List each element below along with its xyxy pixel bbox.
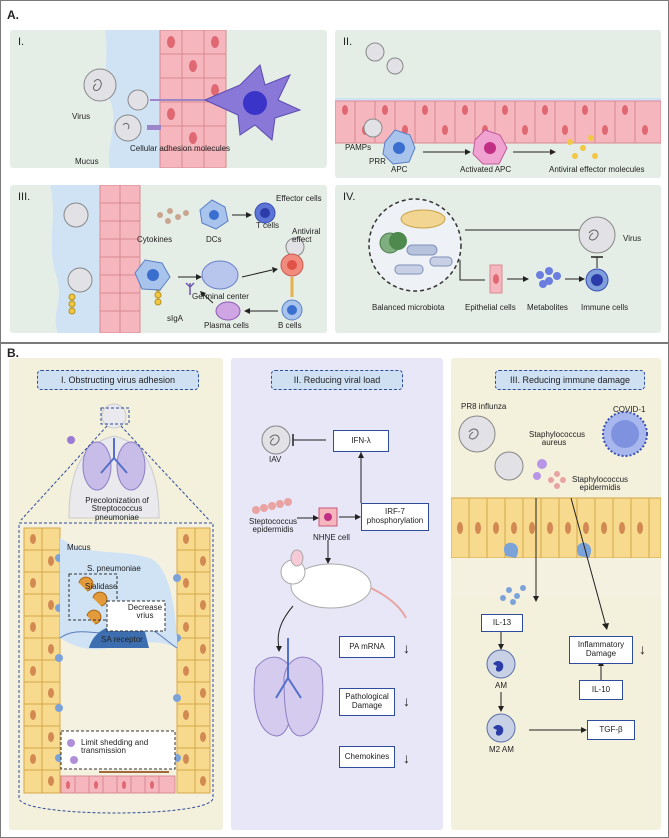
panel-a-i-title: I.: [18, 36, 25, 48]
a-iii-siga-label: sIgA: [167, 314, 184, 323]
b-iii-am-label: AM: [495, 681, 507, 690]
b-ii-header: II. Reducing viral load: [271, 370, 403, 390]
b-i-header: I. Obstructing virus adhesion: [37, 370, 199, 390]
panel-a-iv-title: IV.: [343, 191, 356, 203]
b-i-sa-receptor-label: SA receptor: [101, 635, 143, 644]
b-iii-tgfb-box: TGF-β: [587, 720, 635, 740]
b-i-decrease-virus-label: Decrease vrius: [127, 603, 163, 621]
a-iv-immune-cells-label: Immune cells: [581, 303, 629, 312]
a-iii-plasma-cells-label: Plasma cells: [204, 321, 249, 330]
a-iv-illustration: [368, 198, 616, 294]
b-ii-ifn-box: IFN-λ: [333, 430, 389, 452]
b-i-sialidase-label: Sialidase: [85, 582, 118, 591]
b-i-s-pneumoniae-label: S. pneumoniae: [87, 564, 141, 573]
b-ii-irf7-box: IRF-7 phosphorylation: [361, 503, 429, 531]
a-iii-dcs-label: DCs: [206, 235, 222, 244]
b-ii-nhne-label: NHNE cell: [313, 533, 350, 542]
section-a-label: A.: [7, 8, 19, 22]
a-ii-pamps-label: PAMPs: [345, 143, 372, 152]
panel-a-iii-title: III.: [18, 191, 31, 203]
a-iii-germinal-center-label: Germinal center: [192, 292, 249, 301]
b-ii-steptococcus-label: Steptococcus epidermidis: [248, 517, 298, 535]
a-iii-t-cells-label: T cells: [256, 221, 279, 230]
a-ii-activated-apc-label: Activated APC: [460, 165, 512, 174]
b-i-limit-shedding-label: Limit shedding and transmission: [81, 738, 149, 756]
section-b-label: B.: [7, 346, 19, 360]
a-iii-cytokines-label: Cytokines: [137, 235, 173, 244]
b-i-mucus-label: Mucus: [67, 543, 91, 552]
a-i-illustration: [83, 30, 302, 168]
b-ii-chemokines-box: Chemokines: [339, 746, 395, 768]
b-i-illustration: [18, 403, 214, 814]
b-iii-header: III. Reducing immune damage: [495, 370, 645, 390]
b-iii-inflammatory-down-arrow: ↓: [639, 641, 646, 657]
a-ii-prr-label: PRR: [369, 157, 386, 166]
a-iv-metabolites-label: Metabolites: [527, 303, 568, 312]
b-iii-inflammatory-box: Inflammatory Damage: [569, 636, 633, 664]
b-iii-illustration: [451, 411, 661, 743]
b-iii-covid-label: COVID-1: [613, 405, 646, 414]
a-iii-b-cells-label: B cells: [278, 321, 302, 330]
a-iii-antiviral-effect-label: Antiviral effect: [292, 227, 321, 245]
b-ii-illustration: [252, 425, 407, 737]
a-iv-balanced-microbiota-label: Balanced microbiota: [372, 303, 445, 312]
panel-a-i: I. Virus Cellular adhesion molecules: [10, 30, 327, 168]
b-iii-il10-box: IL-10: [579, 680, 623, 700]
b-i-precolonization-label: Precolonization of Streptococcus pneumon…: [85, 496, 149, 522]
panel-b-i: I. Obstructing virus adhesion: [9, 358, 223, 830]
a-i-virus-label: Virus: [72, 112, 91, 121]
b-ii-pathological-box: Pathological Damage: [339, 688, 395, 716]
a-ii-illustration: [335, 42, 661, 165]
a-ii-antiviral-effector-label: Antiviral effector molecules: [549, 165, 645, 174]
b-ii-pa-mrna-box: PA mRNA: [339, 636, 395, 658]
a-ii-apc-label: APC: [391, 165, 408, 174]
b-iii-m2am-label: M2 AM: [489, 745, 514, 754]
a-iii-effector-cells-label: Effector cells: [276, 194, 322, 203]
panel-b-iii: III. Reducing immune damage PR8 influnza…: [451, 358, 661, 830]
b-iii-staph-aureus-label: Staphylococcus aureus: [529, 430, 586, 448]
panel-a-iv: IV. Virus Balanced microbiota Epithelial…: [335, 185, 661, 333]
panel-a-ii: II. PAMPs PRR APC Activated: [335, 30, 661, 178]
a-i-mucus-label: Mucus: [75, 157, 99, 166]
a-iv-virus-label: Virus: [623, 234, 642, 243]
b-ii-iav-label: IAV: [269, 455, 282, 464]
panel-a-iii: III. Cytokines DCs Effector cells T cell…: [10, 185, 327, 333]
a-iii-illustration: [50, 185, 305, 333]
panel-a-ii-title: II.: [343, 36, 353, 48]
a-i-cam-label: Cellular adhesion molecules: [130, 144, 231, 153]
panel-b-ii: II. Reducing viral load IAV IFN-λ IRF-7 …: [231, 358, 443, 830]
b-iii-pr8-label: PR8 influnza: [461, 402, 507, 411]
b-iii-staph-epi-label: Staphylococcus epidermidis: [571, 475, 629, 493]
b-ii-pa-mrna-down-arrow: ↓: [403, 640, 410, 656]
b-ii-pathological-down-arrow: ↓: [403, 693, 410, 709]
a-iv-epithelial-cells-label: Epithelial cells: [465, 303, 516, 312]
b-ii-chemokines-down-arrow: ↓: [403, 750, 410, 766]
b-iii-il13-box: IL-13: [481, 614, 523, 632]
